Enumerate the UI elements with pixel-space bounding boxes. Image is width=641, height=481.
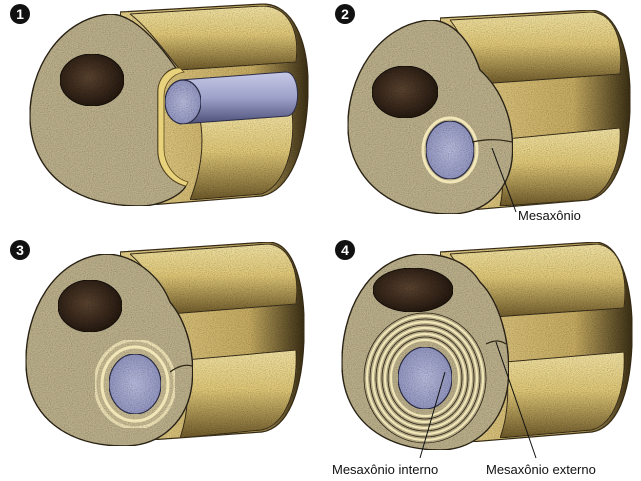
panel-2-badge: 2 — [335, 4, 355, 24]
panel-1: 1 — [10, 4, 308, 206]
mesaxon-label: Mesaxônio — [518, 208, 581, 223]
panel-4-number: 4 — [341, 242, 349, 258]
panel-3-axon — [109, 354, 161, 414]
panel-1-badge: 1 — [10, 4, 30, 24]
panel-4-schwann-cell — [342, 242, 632, 450]
panel-2: 2 Mesaxônio — [335, 4, 630, 223]
panel-1-axon — [165, 80, 201, 124]
panel-4-badge: 4 — [335, 240, 355, 260]
panel-3-badge: 3 — [10, 240, 30, 260]
mesaxon-internal-label: Mesaxônio interno — [332, 462, 438, 477]
panel-2-schwann-cell — [348, 10, 630, 214]
panel-3-number: 3 — [16, 242, 24, 258]
panel-4-axon — [398, 347, 452, 409]
panel-2-number: 2 — [341, 6, 349, 22]
mesaxon-external-label: Mesaxônio externo — [486, 462, 596, 477]
panel-3-schwann-cell — [26, 242, 304, 446]
panel-1-number: 1 — [16, 6, 24, 22]
panel-1-schwann-cell — [30, 4, 308, 206]
panel-4: 4 — [332, 240, 632, 477]
panel-3: 3 — [10, 240, 304, 446]
panel-2-axon — [426, 121, 474, 179]
